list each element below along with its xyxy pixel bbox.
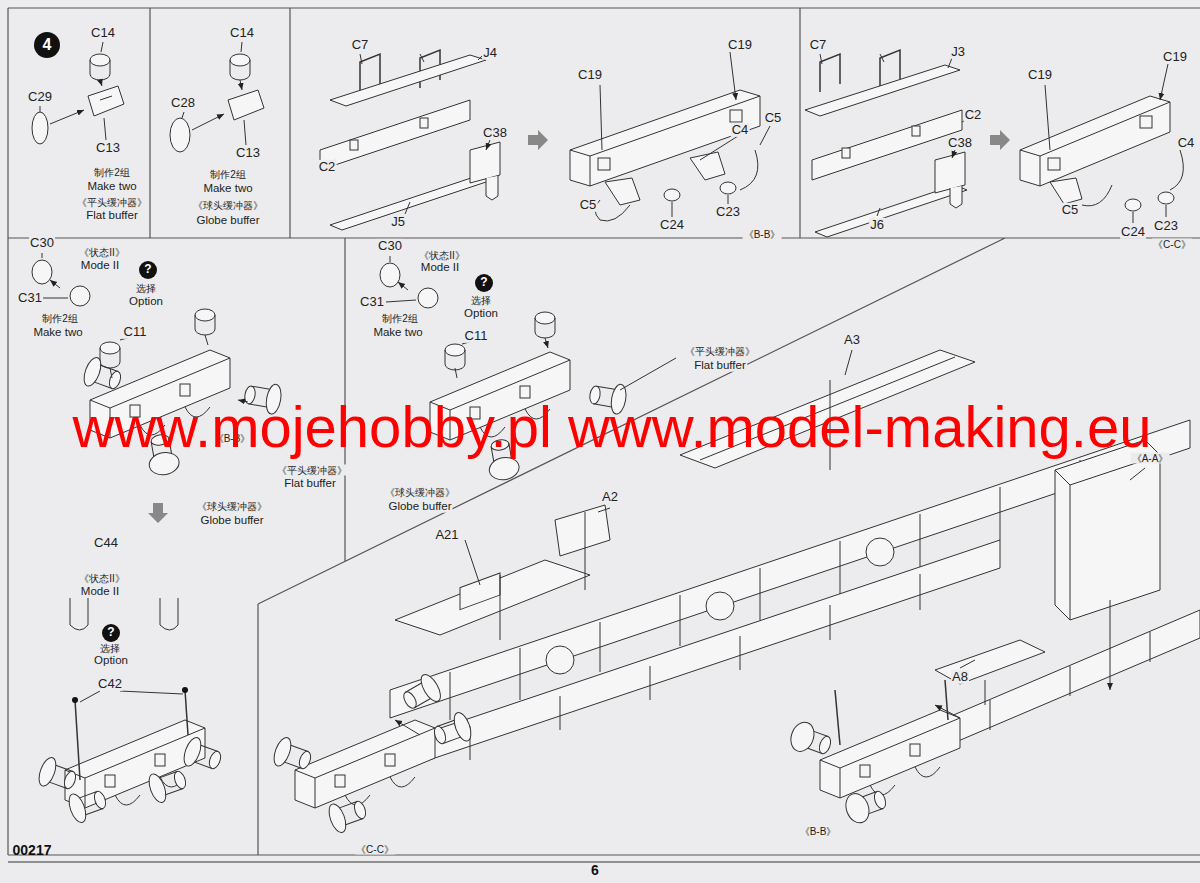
note: Globe buffer xyxy=(199,514,264,527)
part-number: A3 xyxy=(843,333,861,347)
option-mark: ? xyxy=(479,276,488,289)
part-number: C19 xyxy=(577,68,603,82)
part-number: C24 xyxy=(1120,225,1146,239)
part-number: C38 xyxy=(482,126,508,140)
note: Flat buffer xyxy=(693,359,747,372)
note: 《状态II》 xyxy=(78,573,126,584)
part-number: C19 xyxy=(1027,68,1053,82)
note: Flat buffer xyxy=(283,477,337,490)
note: 选择 xyxy=(99,643,121,654)
note: 《平头缓冲器》 xyxy=(76,197,148,208)
note: 《球头缓冲器》 xyxy=(384,487,456,498)
part-number: C11 xyxy=(123,325,148,339)
note: 《球头缓冲器》 xyxy=(196,501,268,512)
note: 《状态II》 xyxy=(418,250,466,261)
part-number: C23 xyxy=(1153,219,1179,233)
part-number: J3 xyxy=(950,45,966,59)
part-number: J5 xyxy=(390,215,406,229)
view-label: 《C-C》 xyxy=(355,844,395,855)
part-number: C11 xyxy=(464,329,489,343)
note: 制作2组 xyxy=(381,313,419,324)
note: Flat buffer xyxy=(85,209,139,222)
part-number: C38 xyxy=(947,136,973,150)
note: Mode II xyxy=(80,585,120,598)
part-number: C13 xyxy=(95,141,121,155)
note: Globe buffer xyxy=(195,214,260,227)
note: 选择 xyxy=(135,283,157,294)
part-number: C42 xyxy=(97,677,123,691)
part-number: C44 xyxy=(93,536,119,550)
part-number: C31 xyxy=(17,291,43,305)
part-number: C29 xyxy=(27,90,53,104)
page-number: 6 xyxy=(590,863,600,878)
option-mark: ? xyxy=(106,626,115,639)
step-number: 4 xyxy=(42,36,53,54)
part-number: C24 xyxy=(659,218,685,232)
note: Make two xyxy=(32,326,83,339)
note: 《平头缓冲器》 xyxy=(276,465,348,476)
note: Make two xyxy=(86,180,137,193)
note: Make two xyxy=(372,326,423,339)
note: 制作2组 xyxy=(41,313,79,324)
part-number: C4 xyxy=(1177,136,1196,150)
note: 选择 xyxy=(470,295,492,306)
kit-number: 00217 xyxy=(12,843,53,858)
note: Option xyxy=(93,654,129,667)
note: 《状态II》 xyxy=(78,247,126,258)
option-mark: ? xyxy=(143,263,152,276)
part-number: C30 xyxy=(29,236,55,250)
note: 《球头缓冲器》 xyxy=(192,200,264,211)
part-number: C5 xyxy=(764,111,783,125)
part-number: C2 xyxy=(964,108,983,122)
note: Option xyxy=(128,295,164,308)
part-number: A8 xyxy=(951,670,969,684)
part-number: C23 xyxy=(715,205,741,219)
part-number: C13 xyxy=(235,146,261,160)
part-number: C28 xyxy=(170,96,196,110)
part-number: C19 xyxy=(727,38,753,52)
note: 制作2组 xyxy=(93,167,131,178)
view-label: 《B-B》 xyxy=(743,229,782,240)
part-number: C30 xyxy=(377,239,403,253)
part-number: A21 xyxy=(434,528,459,542)
part-number: C5 xyxy=(1061,203,1080,217)
note: Globe buffer xyxy=(387,500,452,513)
part-number: A2 xyxy=(601,490,619,504)
note: 制作2组 xyxy=(209,169,247,180)
part-number: J6 xyxy=(869,218,885,232)
part-number: C7 xyxy=(809,38,828,52)
part-number: C14 xyxy=(229,26,255,40)
view-label: 《C-C》 xyxy=(1152,239,1192,250)
view-label: 《B-B》 xyxy=(799,826,838,837)
note: Mode II xyxy=(420,261,460,274)
part-number: C5 xyxy=(579,198,598,212)
note: Mode II xyxy=(80,259,120,272)
note: Make two xyxy=(202,182,253,195)
part-number: C4 xyxy=(731,123,750,137)
note: Option xyxy=(463,307,499,320)
watermark: www.mojehobby.pl www.model-making.eu xyxy=(73,395,1152,459)
part-number: C7 xyxy=(351,38,370,52)
part-number: C2 xyxy=(318,160,337,174)
part-number: C14 xyxy=(90,26,116,40)
part-number: J4 xyxy=(482,46,498,60)
part-number: C31 xyxy=(359,295,385,309)
part-number: C19 xyxy=(1162,50,1188,64)
note: 《平头缓冲器》 xyxy=(684,346,756,357)
